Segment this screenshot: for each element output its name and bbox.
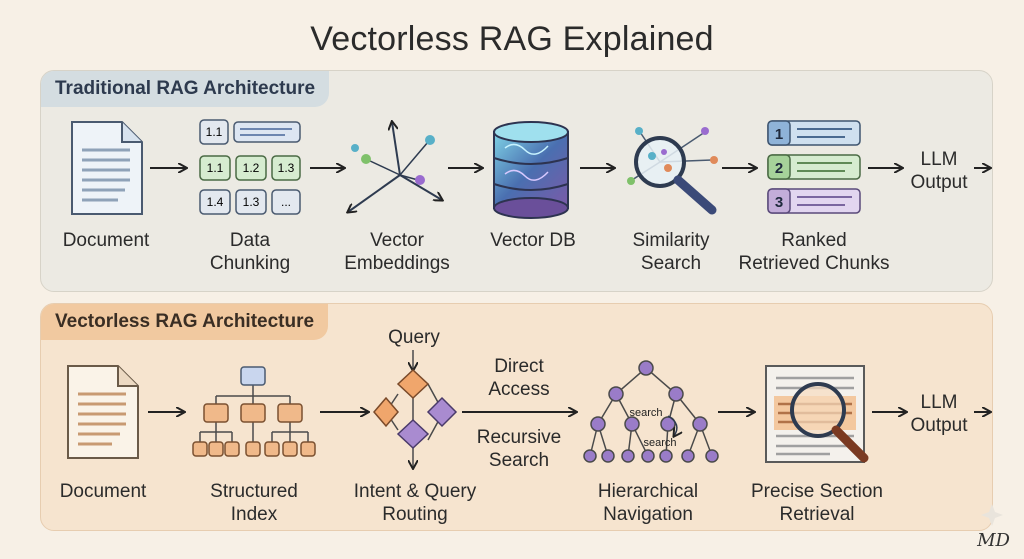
step-label-vector-db: Vector DB bbox=[490, 230, 576, 251]
chunk-grid-icon: 1.1 1.1 1.2 1.3 1.4 1.3 ... bbox=[199, 119, 301, 215]
chunk-cell: 1.4 bbox=[207, 195, 224, 209]
database-icon bbox=[493, 121, 569, 219]
document-icon bbox=[71, 121, 143, 215]
traditional-rag-heading: Traditional RAG Architecture bbox=[41, 71, 330, 107]
structured-index-icon bbox=[192, 366, 316, 457]
rank-number: 1 bbox=[775, 126, 783, 143]
sparkle-icon bbox=[981, 504, 1003, 526]
query-label: Query bbox=[388, 327, 440, 348]
chunk-cell: 1.1 bbox=[206, 125, 223, 139]
vector-space-icon bbox=[348, 122, 442, 212]
search-tag: search bbox=[629, 407, 662, 419]
chunk-cell: 1.3 bbox=[278, 161, 295, 175]
magnifier-icon bbox=[627, 127, 718, 215]
chunk-cell: ... bbox=[281, 195, 291, 209]
section-retrieval-icon bbox=[765, 365, 869, 463]
chunk-cell: 1.1 bbox=[207, 161, 224, 175]
rank-number: 3 bbox=[775, 194, 783, 211]
author-signature: MD bbox=[977, 530, 1010, 551]
chunk-cell: 1.2 bbox=[243, 161, 260, 175]
chunk-cell: 1.3 bbox=[243, 195, 260, 209]
step-label-document: Document bbox=[59, 481, 147, 502]
document-icon bbox=[67, 365, 139, 459]
ranked-chunks-icon: 1 2 3 bbox=[767, 120, 861, 214]
page-title: Vectorless RAG Explained bbox=[310, 20, 714, 58]
search-tag: search bbox=[643, 437, 676, 449]
hierarchy-tree-icon bbox=[583, 360, 719, 463]
vectorless-rag-heading: Vectorless RAG Architecture bbox=[41, 304, 329, 340]
routing-icon bbox=[373, 350, 458, 468]
step-label-document: Document bbox=[62, 230, 150, 251]
rank-number: 2 bbox=[775, 160, 783, 177]
